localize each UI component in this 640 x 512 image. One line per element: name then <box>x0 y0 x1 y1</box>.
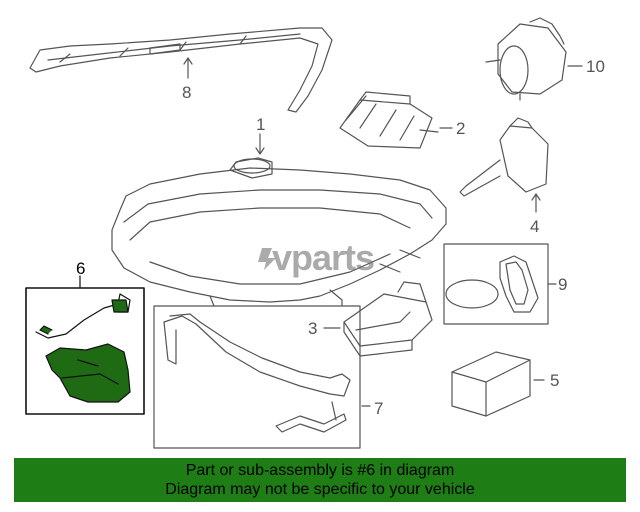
part-5-module-box[interactable] <box>451 351 531 417</box>
callout-4: 4 <box>530 217 539 236</box>
callout-7: 7 <box>374 399 383 418</box>
part-6-highlighted-assembly[interactable] <box>25 287 145 415</box>
part-2-control-module[interactable] <box>339 91 439 149</box>
part-8-trim-strip[interactable] <box>29 27 333 113</box>
callout-9: 9 <box>558 275 567 294</box>
callout-2: 2 <box>456 119 465 138</box>
info-banner: Part or sub-assembly is #6 in diagram Di… <box>14 458 626 502</box>
part-1-headlight-assembly[interactable] <box>111 157 447 307</box>
callout-10: 10 <box>586 57 605 76</box>
callout-8: 8 <box>182 83 191 102</box>
callout-5: 5 <box>550 371 559 390</box>
part-3-ballast[interactable] <box>343 281 433 357</box>
watermark-text: vparts <box>272 237 374 278</box>
callout-6: 6 <box>76 259 85 278</box>
part-4-bulb[interactable] <box>459 117 549 197</box>
leader-4 <box>531 193 541 213</box>
leader-8 <box>183 57 193 79</box>
leader-1 <box>255 133 265 155</box>
part-7-bracket-kit[interactable] <box>153 305 361 449</box>
banner-line-2: Diagram may not be specific to your vehi… <box>165 481 475 498</box>
part-9-gasket-kit[interactable] <box>443 243 549 325</box>
banner-line-1: Part or sub-assembly is #6 in diagram <box>185 462 455 479</box>
callout-3: 3 <box>308 319 317 338</box>
part-10-socket[interactable] <box>485 17 567 101</box>
callout-1: 1 <box>256 115 265 134</box>
watermark-logo: vparts <box>258 237 375 278</box>
